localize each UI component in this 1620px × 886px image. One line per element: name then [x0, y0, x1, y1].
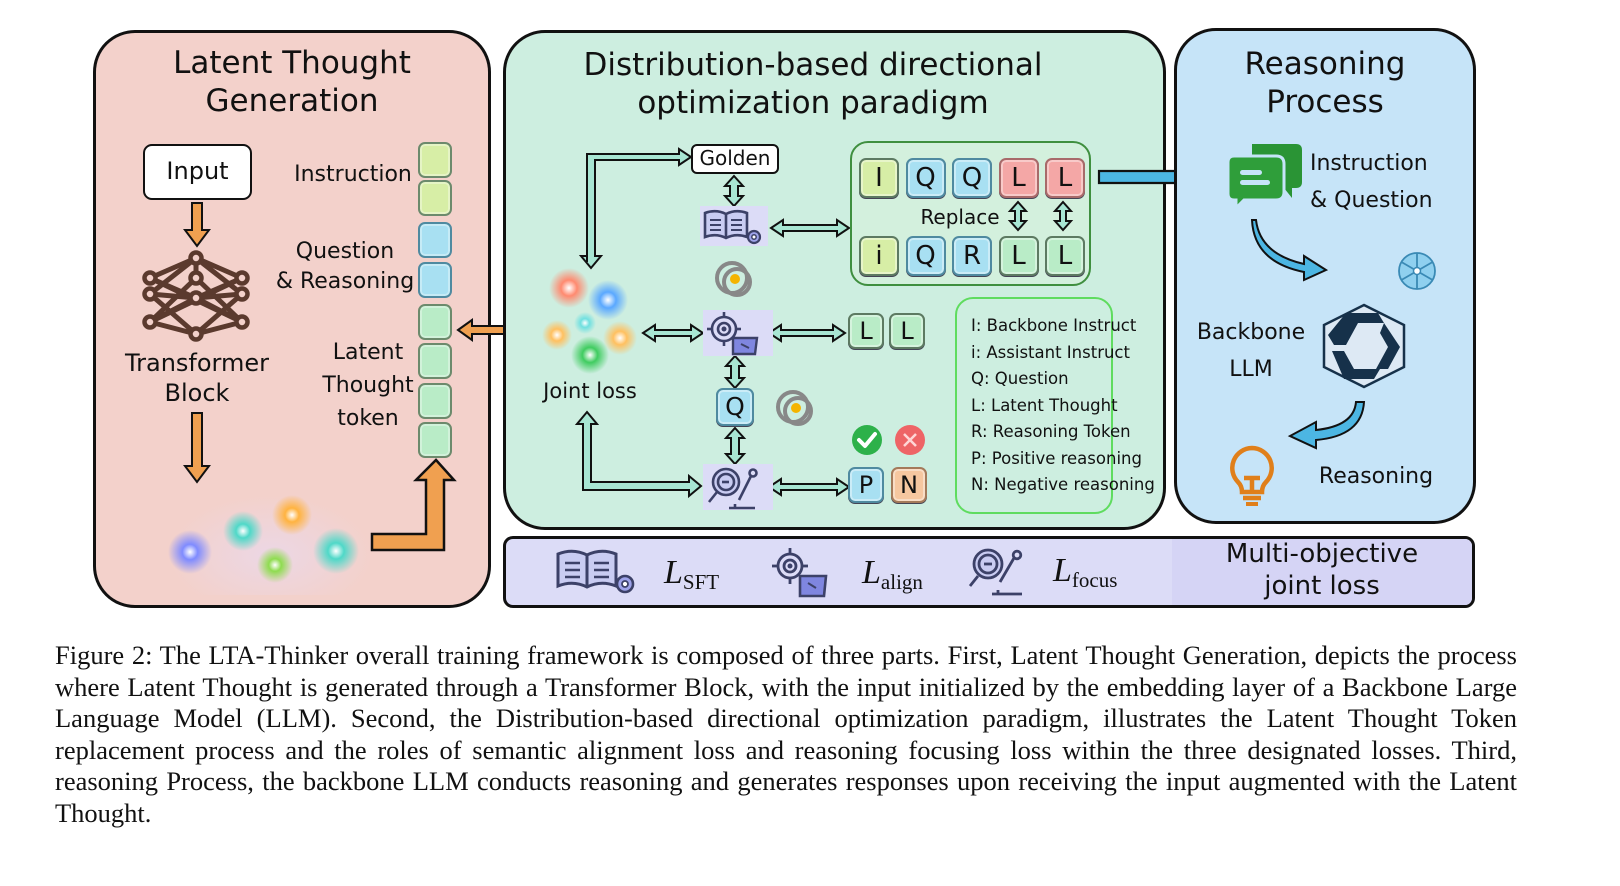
target-align-tokens-arrow — [767, 323, 847, 343]
multi-objective-title: Multi-objective joint loss — [1225, 539, 1419, 601]
instruction-token — [418, 180, 452, 216]
magnifier-chart-icon — [707, 467, 758, 510]
legend-item: Q: Question — [971, 369, 1069, 388]
neural-network-icon — [142, 250, 250, 342]
cross-icon — [895, 425, 925, 455]
focus-loss-symbol: Lfocus — [1053, 552, 1118, 592]
legend-item: L: Latent Thought — [971, 395, 1118, 415]
input-box: Input — [143, 144, 252, 200]
token-I: I — [859, 158, 899, 198]
question-focus-arrow — [723, 426, 747, 466]
token-L: L — [889, 313, 925, 349]
reasoning-title: Reasoning Process — [1244, 46, 1406, 120]
replace-label: Replace — [920, 205, 1000, 229]
spiral-icon — [776, 390, 813, 426]
token-Q: Q — [952, 158, 992, 198]
joint-loss-orbs-icon — [542, 268, 637, 374]
book-gear-icon — [556, 549, 635, 594]
curved-arrow-icon — [1287, 401, 1366, 450]
check-icon — [852, 425, 882, 455]
focus-tokens-arrow — [767, 477, 851, 497]
lightbulb-icon — [1230, 445, 1274, 506]
golden-box: Golden — [691, 144, 779, 174]
token-Q: Q — [905, 158, 946, 198]
replace-arrow-icon — [1052, 200, 1074, 232]
jointloss-focus-arrow — [574, 410, 703, 499]
optimization-title: Distribution-based directional optimizat… — [583, 47, 1043, 121]
token-R: R — [952, 236, 992, 276]
legend-item: I: Backbone Instruct — [971, 316, 1137, 335]
replace-arrow-icon — [1007, 200, 1029, 232]
legend-item: N: Negative reasoning — [971, 475, 1155, 494]
reasoning-output-label: Reasoning — [1318, 464, 1434, 489]
latent-generation-title: Latent Thought Generation — [173, 45, 411, 119]
spiral-icon — [715, 261, 752, 297]
flow-arrows — [574, 147, 851, 499]
legend-list: I: Backbone Instruct i: Assistant Instruc… — [971, 313, 1155, 499]
snowflake-icon — [1398, 252, 1436, 290]
token-L: L — [1045, 236, 1085, 276]
token-L: L — [1045, 158, 1085, 198]
token-L: L — [998, 236, 1039, 276]
question-token — [418, 222, 452, 258]
question-reasoning-segment-label: Question & Reasoning — [275, 239, 415, 294]
legend-item: i: Assistant Instruct — [971, 342, 1130, 362]
curved-arrow-icon — [1250, 219, 1329, 282]
jointloss-target-arrow — [641, 323, 705, 343]
figure-caption: Figure 2: The LTA-Thinker overall traini… — [55, 640, 1517, 828]
instruction-segment-label: Instruction — [294, 162, 412, 187]
loss-bar-title-bg — [1172, 539, 1472, 605]
sft-loss-symbol: LSFT — [664, 554, 720, 594]
arrow-down-icon — [183, 412, 211, 484]
arrow-to-golden — [578, 147, 693, 270]
target-icon — [772, 548, 828, 598]
align-loss-symbol: Lalign — [862, 554, 923, 594]
legend-item: P: Positive reasoning — [971, 448, 1142, 468]
legend-item: R: Reasoning Token — [971, 422, 1131, 441]
backbone-llm-label: Backbone LLM — [1196, 320, 1306, 382]
book-tokens-arrow — [769, 218, 851, 238]
token-L: L — [998, 158, 1039, 198]
book-gear-icon — [703, 209, 762, 245]
latent-thought-token-label: Latent Thought token — [322, 340, 414, 431]
token-Q: Q — [905, 236, 946, 276]
latent-token — [418, 304, 452, 340]
target-icon — [707, 312, 759, 356]
magnifier-chart-icon — [968, 548, 1023, 596]
target-question-arrow — [723, 354, 747, 390]
joint-loss-label: Joint loss — [543, 379, 637, 403]
arrow-up-icon — [370, 458, 457, 552]
latent-token — [418, 422, 452, 458]
token-i: i — [859, 236, 899, 276]
chat-bubbles-icon — [1226, 144, 1302, 212]
latent-token — [418, 343, 452, 379]
instruction-question-label: Instruction & Question — [1310, 151, 1433, 213]
token-L: L — [848, 313, 884, 349]
latent-token — [418, 383, 452, 419]
token-N: N — [891, 467, 927, 503]
question-token: Q — [716, 388, 754, 426]
latent-orbs-icon — [168, 495, 359, 583]
llm-logo-icon — [1322, 303, 1406, 389]
transformer-block-label: Transformer Block — [124, 349, 269, 407]
golden-book-arrow — [722, 174, 746, 208]
arrow-down-icon — [183, 202, 211, 248]
token-P: P — [848, 467, 884, 503]
question-token — [418, 262, 452, 298]
legend-box: I: Backbone Instruct i: Assistant Instruc… — [955, 297, 1155, 514]
instruction-token — [418, 142, 452, 178]
